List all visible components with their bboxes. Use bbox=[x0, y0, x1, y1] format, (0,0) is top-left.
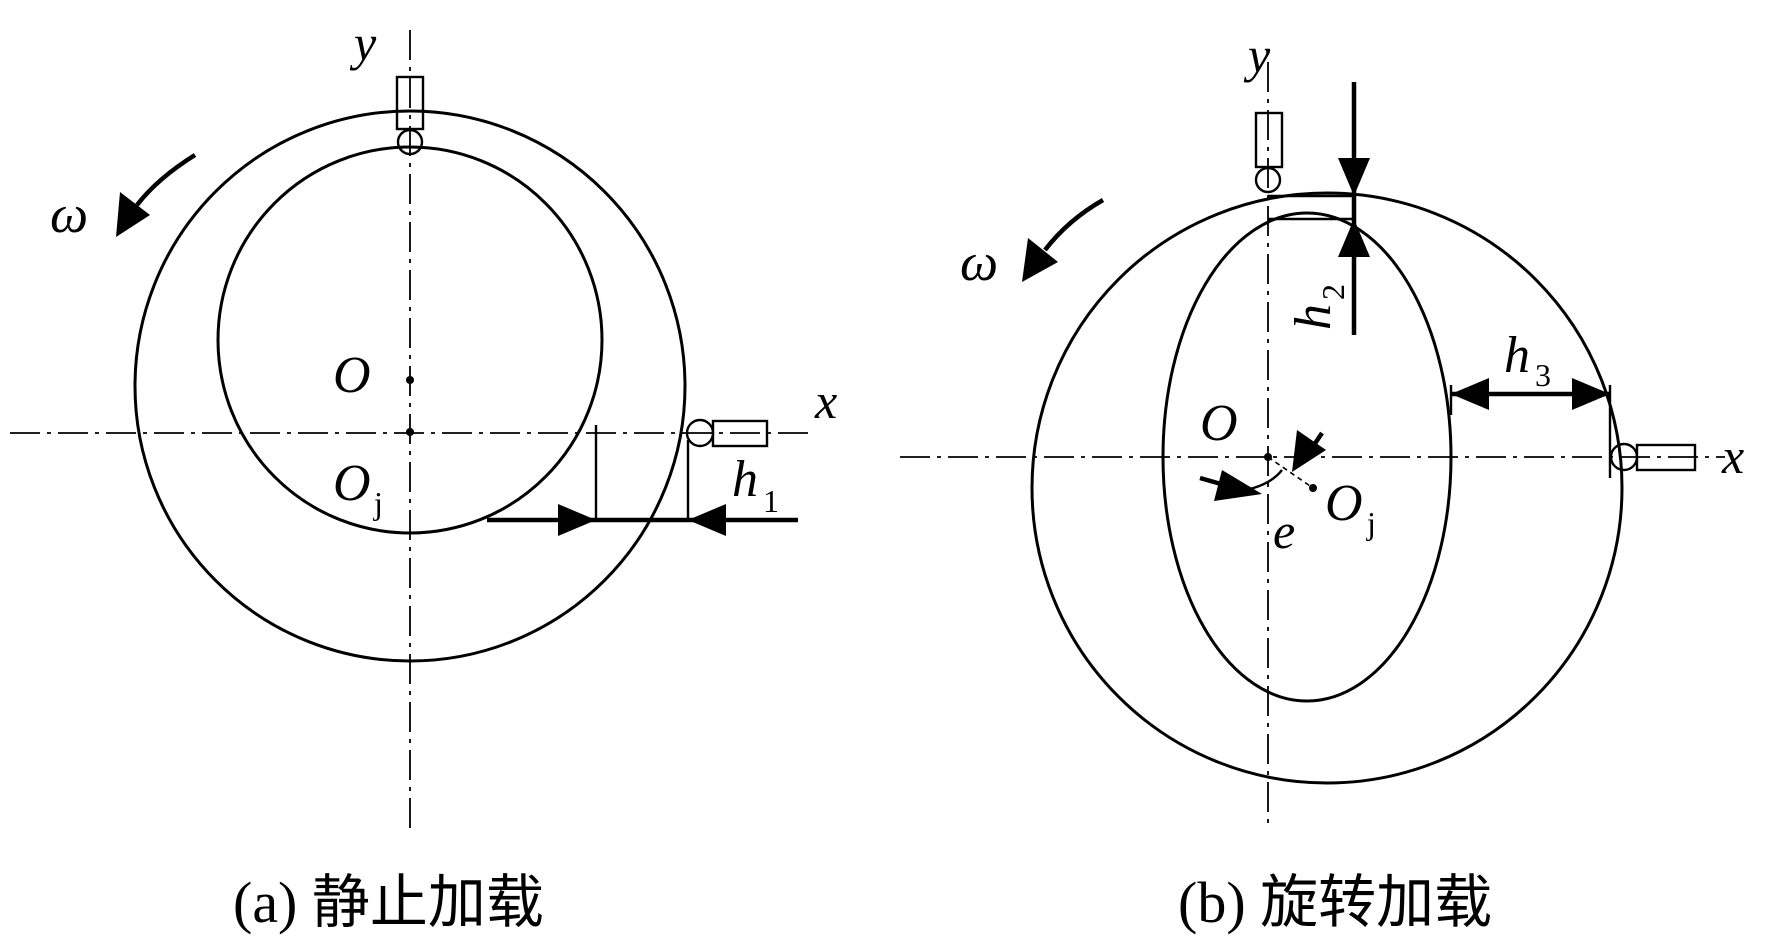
panel-a-right-sensor bbox=[711, 419, 769, 448]
panel-b-top-sensor-probe bbox=[1254, 166, 1282, 194]
panel-a-center-oj-dot bbox=[406, 428, 414, 436]
panel-b-h3-label: h bbox=[1504, 327, 1530, 384]
panel-b-e-arrow-left-head bbox=[1214, 470, 1262, 501]
panel-a-omega-arrow-arc bbox=[135, 153, 197, 207]
panel-b-h2-arrow-top bbox=[1338, 158, 1370, 196]
panel-b-omega-arrowhead bbox=[1022, 238, 1058, 282]
panel-a-omega-label: ω bbox=[50, 184, 88, 244]
panel-a-h1-sub: 1 bbox=[763, 483, 779, 519]
panel-b-bearing-circle bbox=[1030, 191, 1624, 785]
panel-a-h1-arrow-right bbox=[688, 504, 726, 536]
panel-b: y x ω O O j e h 2 h 3 (b) 旋转加载 bbox=[900, 27, 1744, 935]
panel-b-journal-ellipse bbox=[1161, 211, 1453, 703]
panel-a-journal-ellipse bbox=[216, 145, 604, 535]
panel-a-omega-arrowhead bbox=[116, 192, 150, 237]
panel-a-oj-sub: j bbox=[373, 485, 383, 521]
panel-b-caption: (b) 旋转加载 bbox=[1178, 870, 1492, 935]
panel-b-h2-label-group: h 2 bbox=[1285, 284, 1351, 330]
panel-a: y x ω O O j h 1 (a) 静止加载 bbox=[10, 15, 837, 935]
panel-b-omega-label: ω bbox=[960, 232, 998, 292]
panel-b-o-label: O bbox=[1200, 395, 1238, 452]
panel-b-h2-sub: 2 bbox=[1315, 284, 1351, 300]
panel-a-o-label: O bbox=[333, 347, 371, 404]
panel-b-oj-label: O bbox=[1325, 475, 1363, 532]
panel-b-e-label: e bbox=[1273, 503, 1295, 559]
panel-b-omega-arrow-arc bbox=[1043, 198, 1105, 252]
panel-b-y-label: y bbox=[1243, 27, 1271, 83]
panel-a-top-sensor-probe bbox=[396, 128, 424, 156]
panel-b-right-sensor bbox=[1635, 443, 1697, 472]
panel-b-h3-arrow-left bbox=[1451, 378, 1489, 410]
panel-b-h3-sub: 3 bbox=[1535, 357, 1551, 393]
panel-a-oj-label: O bbox=[333, 455, 371, 512]
panel-a-bearing-circle bbox=[133, 109, 687, 663]
panel-a-h1-arrow-left bbox=[558, 504, 596, 536]
panel-b-h3-arrow-right bbox=[1572, 378, 1610, 410]
panel-a-caption: (a) 静止加载 bbox=[233, 870, 544, 935]
panel-b-h2-label: h bbox=[1285, 304, 1342, 330]
panel-b-top-sensor bbox=[1254, 111, 1284, 169]
panel-a-x-label: x bbox=[814, 373, 837, 429]
panel-b-e-arrow-right-head bbox=[1292, 430, 1326, 472]
panel-b-h2-arrow-bottom bbox=[1338, 219, 1370, 257]
panel-b-x-label: x bbox=[1721, 428, 1744, 484]
panel-a-center-o-dot bbox=[406, 376, 414, 384]
panel-b-oj-sub: j bbox=[1366, 505, 1376, 541]
panel-a-h1-label: h bbox=[732, 451, 758, 508]
panel-a-y-label: y bbox=[349, 15, 377, 71]
panel-b-ecc-line bbox=[1267, 456, 1314, 489]
